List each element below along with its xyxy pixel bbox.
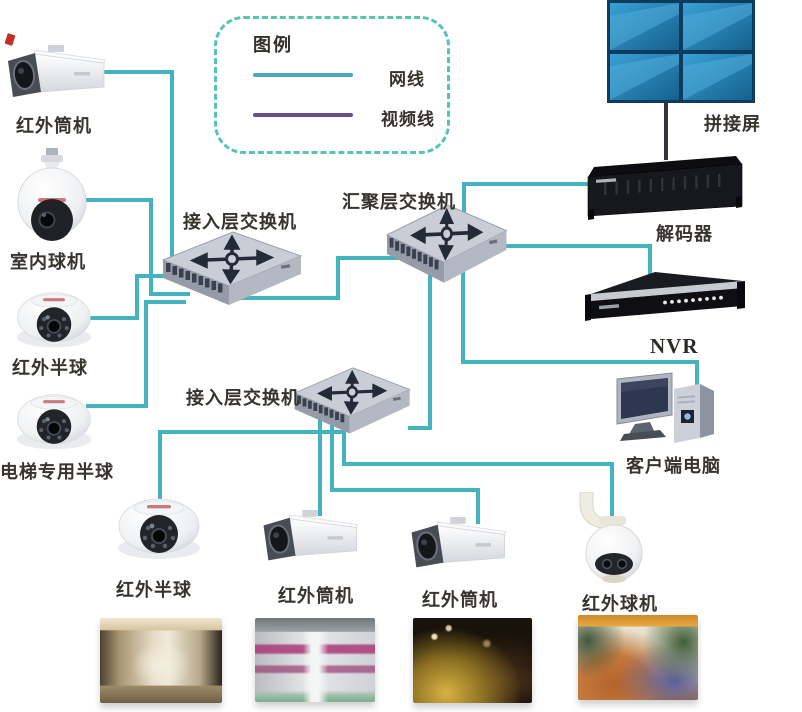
nvr-icon bbox=[585, 272, 745, 321]
legend-video-label: 视频线 bbox=[381, 110, 435, 129]
label-cam-halfdome-2: 红外半球 bbox=[116, 580, 192, 600]
mini-dome-camera-icon bbox=[117, 498, 201, 560]
label-cam-halfdome-1: 红外半球 bbox=[12, 358, 88, 378]
label-video-wall: 拼接屏 bbox=[704, 114, 761, 134]
cable-switch1-to-aggregation bbox=[238, 256, 398, 300]
cable-indoordome-to-switch1 bbox=[66, 198, 190, 296]
cable-halfdome1-to-switch1 bbox=[86, 274, 165, 320]
video-line-swatch bbox=[253, 113, 353, 117]
speed-dome-camera-icon bbox=[17, 148, 87, 242]
aggregation-switch-icon bbox=[385, 203, 509, 285]
label-decoder: 解码器 bbox=[656, 224, 713, 244]
client-pc-icon bbox=[616, 372, 715, 444]
night-road-photo bbox=[413, 618, 532, 703]
legend-title: 图例 bbox=[253, 35, 293, 55]
cable-aggregation-to-pc bbox=[461, 270, 699, 395]
label-cam-bullet-3: 红外筒机 bbox=[422, 590, 498, 610]
label-cam-elevator-dome: 电梯专用半球 bbox=[0, 462, 114, 482]
label-cam-bullet-1: 红外筒机 bbox=[16, 116, 92, 136]
label-cam-ptz: 红外球机 bbox=[582, 594, 658, 614]
ptz-ball-camera-icon bbox=[579, 492, 643, 584]
decoder-icon bbox=[587, 155, 743, 221]
cable-switch2-to-halfdome2 bbox=[158, 430, 346, 504]
hotel-corridor-photo bbox=[100, 618, 222, 703]
network-line-swatch bbox=[253, 73, 353, 77]
video-wall-icon bbox=[607, 0, 755, 103]
label-switch-access-1: 接入层交换机 bbox=[183, 212, 297, 232]
cable-aggregation-to-switch2 bbox=[408, 272, 432, 430]
label-switch-aggregation: 汇聚层交换机 bbox=[342, 192, 456, 212]
label-switch-access-2: 接入层交换机 bbox=[186, 388, 300, 408]
cable-elevatordome-to-switch1 bbox=[86, 300, 186, 408]
bullet-camera-icon bbox=[262, 510, 359, 562]
access-switch-2-icon bbox=[293, 366, 412, 436]
cable-switch2-to-bullet3 bbox=[330, 422, 480, 524]
legend-network-label: 网线 bbox=[389, 70, 425, 89]
label-cam-bullet-2: 红外筒机 bbox=[278, 586, 354, 606]
factory-workshop-photo bbox=[255, 618, 375, 702]
outdoor-restaurant-photo bbox=[578, 615, 698, 700]
mini-dome-camera-icon bbox=[15, 393, 93, 451]
mini-dome-camera-icon bbox=[15, 291, 93, 349]
bullet-camera-icon bbox=[410, 517, 507, 569]
label-cam-indoor-dome: 室内球机 bbox=[10, 252, 86, 272]
bullet-camera-icon bbox=[8, 45, 106, 98]
cable-switch2-to-ptz bbox=[342, 428, 614, 524]
label-client-pc: 客户端电脑 bbox=[626, 456, 721, 476]
legend-box: 图例 网线 视频线 bbox=[214, 16, 450, 154]
label-nvr: NVR bbox=[650, 334, 699, 358]
cable-bullet1-to-switch1 bbox=[100, 70, 174, 258]
access-switch-1-icon bbox=[161, 230, 303, 307]
